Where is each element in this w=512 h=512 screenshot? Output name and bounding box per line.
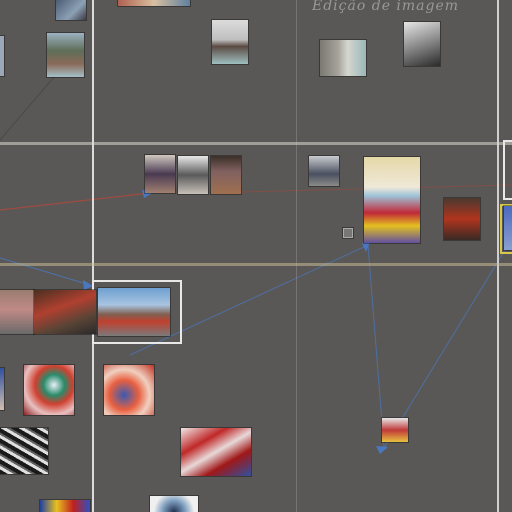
thumb-top-strip[interactable]	[118, 0, 190, 6]
arrowhead-3	[362, 242, 370, 252]
thumb-people-2[interactable]	[178, 156, 208, 194]
connector-dark	[0, 69, 61, 141]
thumb-street-1[interactable]	[0, 290, 34, 334]
thumb-small-marker[interactable]	[343, 228, 353, 238]
thumb-people-4[interactable]	[309, 156, 339, 186]
connector-blue-1	[0, 257, 91, 286]
thumb-small-bottom[interactable]	[382, 418, 408, 442]
thumb-top-center[interactable]	[212, 20, 248, 64]
guide-vertical-left	[92, 0, 94, 280]
handwritten-note: Edição de imagem	[312, 0, 460, 14]
thumb-marble-bw[interactable]	[0, 428, 48, 474]
thumb-swirl-red[interactable]	[181, 428, 251, 476]
thumb-top-mid-right[interactable]	[320, 40, 366, 76]
thumb-swirl-1[interactable]	[24, 365, 74, 415]
thumb-swirl-edge[interactable]	[0, 368, 4, 410]
thumb-people-3[interactable]	[211, 156, 241, 194]
selection-frame-right[interactable]	[503, 140, 512, 200]
thumb-swirl-2[interactable]	[104, 365, 154, 415]
thumb-street-selected[interactable]	[98, 288, 170, 336]
guide-horizontal-top	[0, 142, 512, 145]
thumb-top-right[interactable]	[404, 22, 440, 66]
selection-frame-yellow[interactable]	[500, 204, 512, 254]
thumb-red-door[interactable]	[444, 198, 480, 240]
connector-blue-4	[383, 249, 506, 449]
thumb-plant-pot[interactable]	[47, 33, 84, 77]
thumb-people-1[interactable]	[145, 155, 175, 193]
arrowhead-2	[83, 280, 93, 290]
guide-vertical-left-lower	[92, 343, 94, 512]
thumb-bottom-2[interactable]	[150, 496, 198, 512]
thumb-blue-edge[interactable]	[504, 206, 512, 250]
guide-vertical-right	[497, 0, 499, 512]
guide-vertical-mid	[296, 0, 297, 512]
connector-blue-3	[367, 244, 385, 449]
thumb-street-2[interactable]	[34, 290, 96, 334]
thumb-collage-large[interactable]	[364, 157, 420, 243]
guide-horizontal-mid	[0, 263, 512, 266]
thumb-top-left-small[interactable]	[56, 0, 86, 20]
thumb-bottom-1[interactable]	[40, 500, 90, 512]
thumb-street-edge-left[interactable]	[0, 36, 4, 76]
connector-red	[0, 192, 151, 211]
arrowhead-4	[376, 446, 388, 454]
